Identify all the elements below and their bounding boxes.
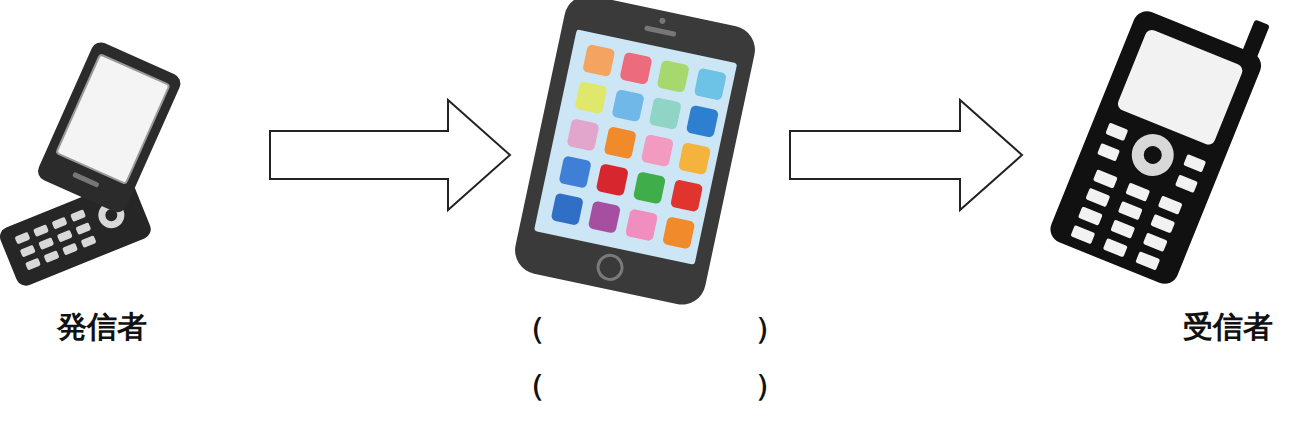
- receiver-phone: 受信者: [1024, 0, 1290, 360]
- role-caption: 受信者: [1183, 307, 1273, 348]
- relay-phone: （ ） （ ）: [512, 5, 788, 410]
- sender-phone: 発信者: [0, 45, 268, 365]
- answer-blank: （ ）: [515, 308, 785, 349]
- block-arrow: [270, 100, 510, 210]
- bar-phone: [1046, 0, 1277, 288]
- answer-blank: （ ）: [515, 365, 785, 406]
- smartphone: [511, 0, 760, 309]
- flip-phone: [0, 39, 184, 288]
- block-arrow: [790, 100, 1022, 210]
- role-caption: 発信者: [57, 307, 147, 348]
